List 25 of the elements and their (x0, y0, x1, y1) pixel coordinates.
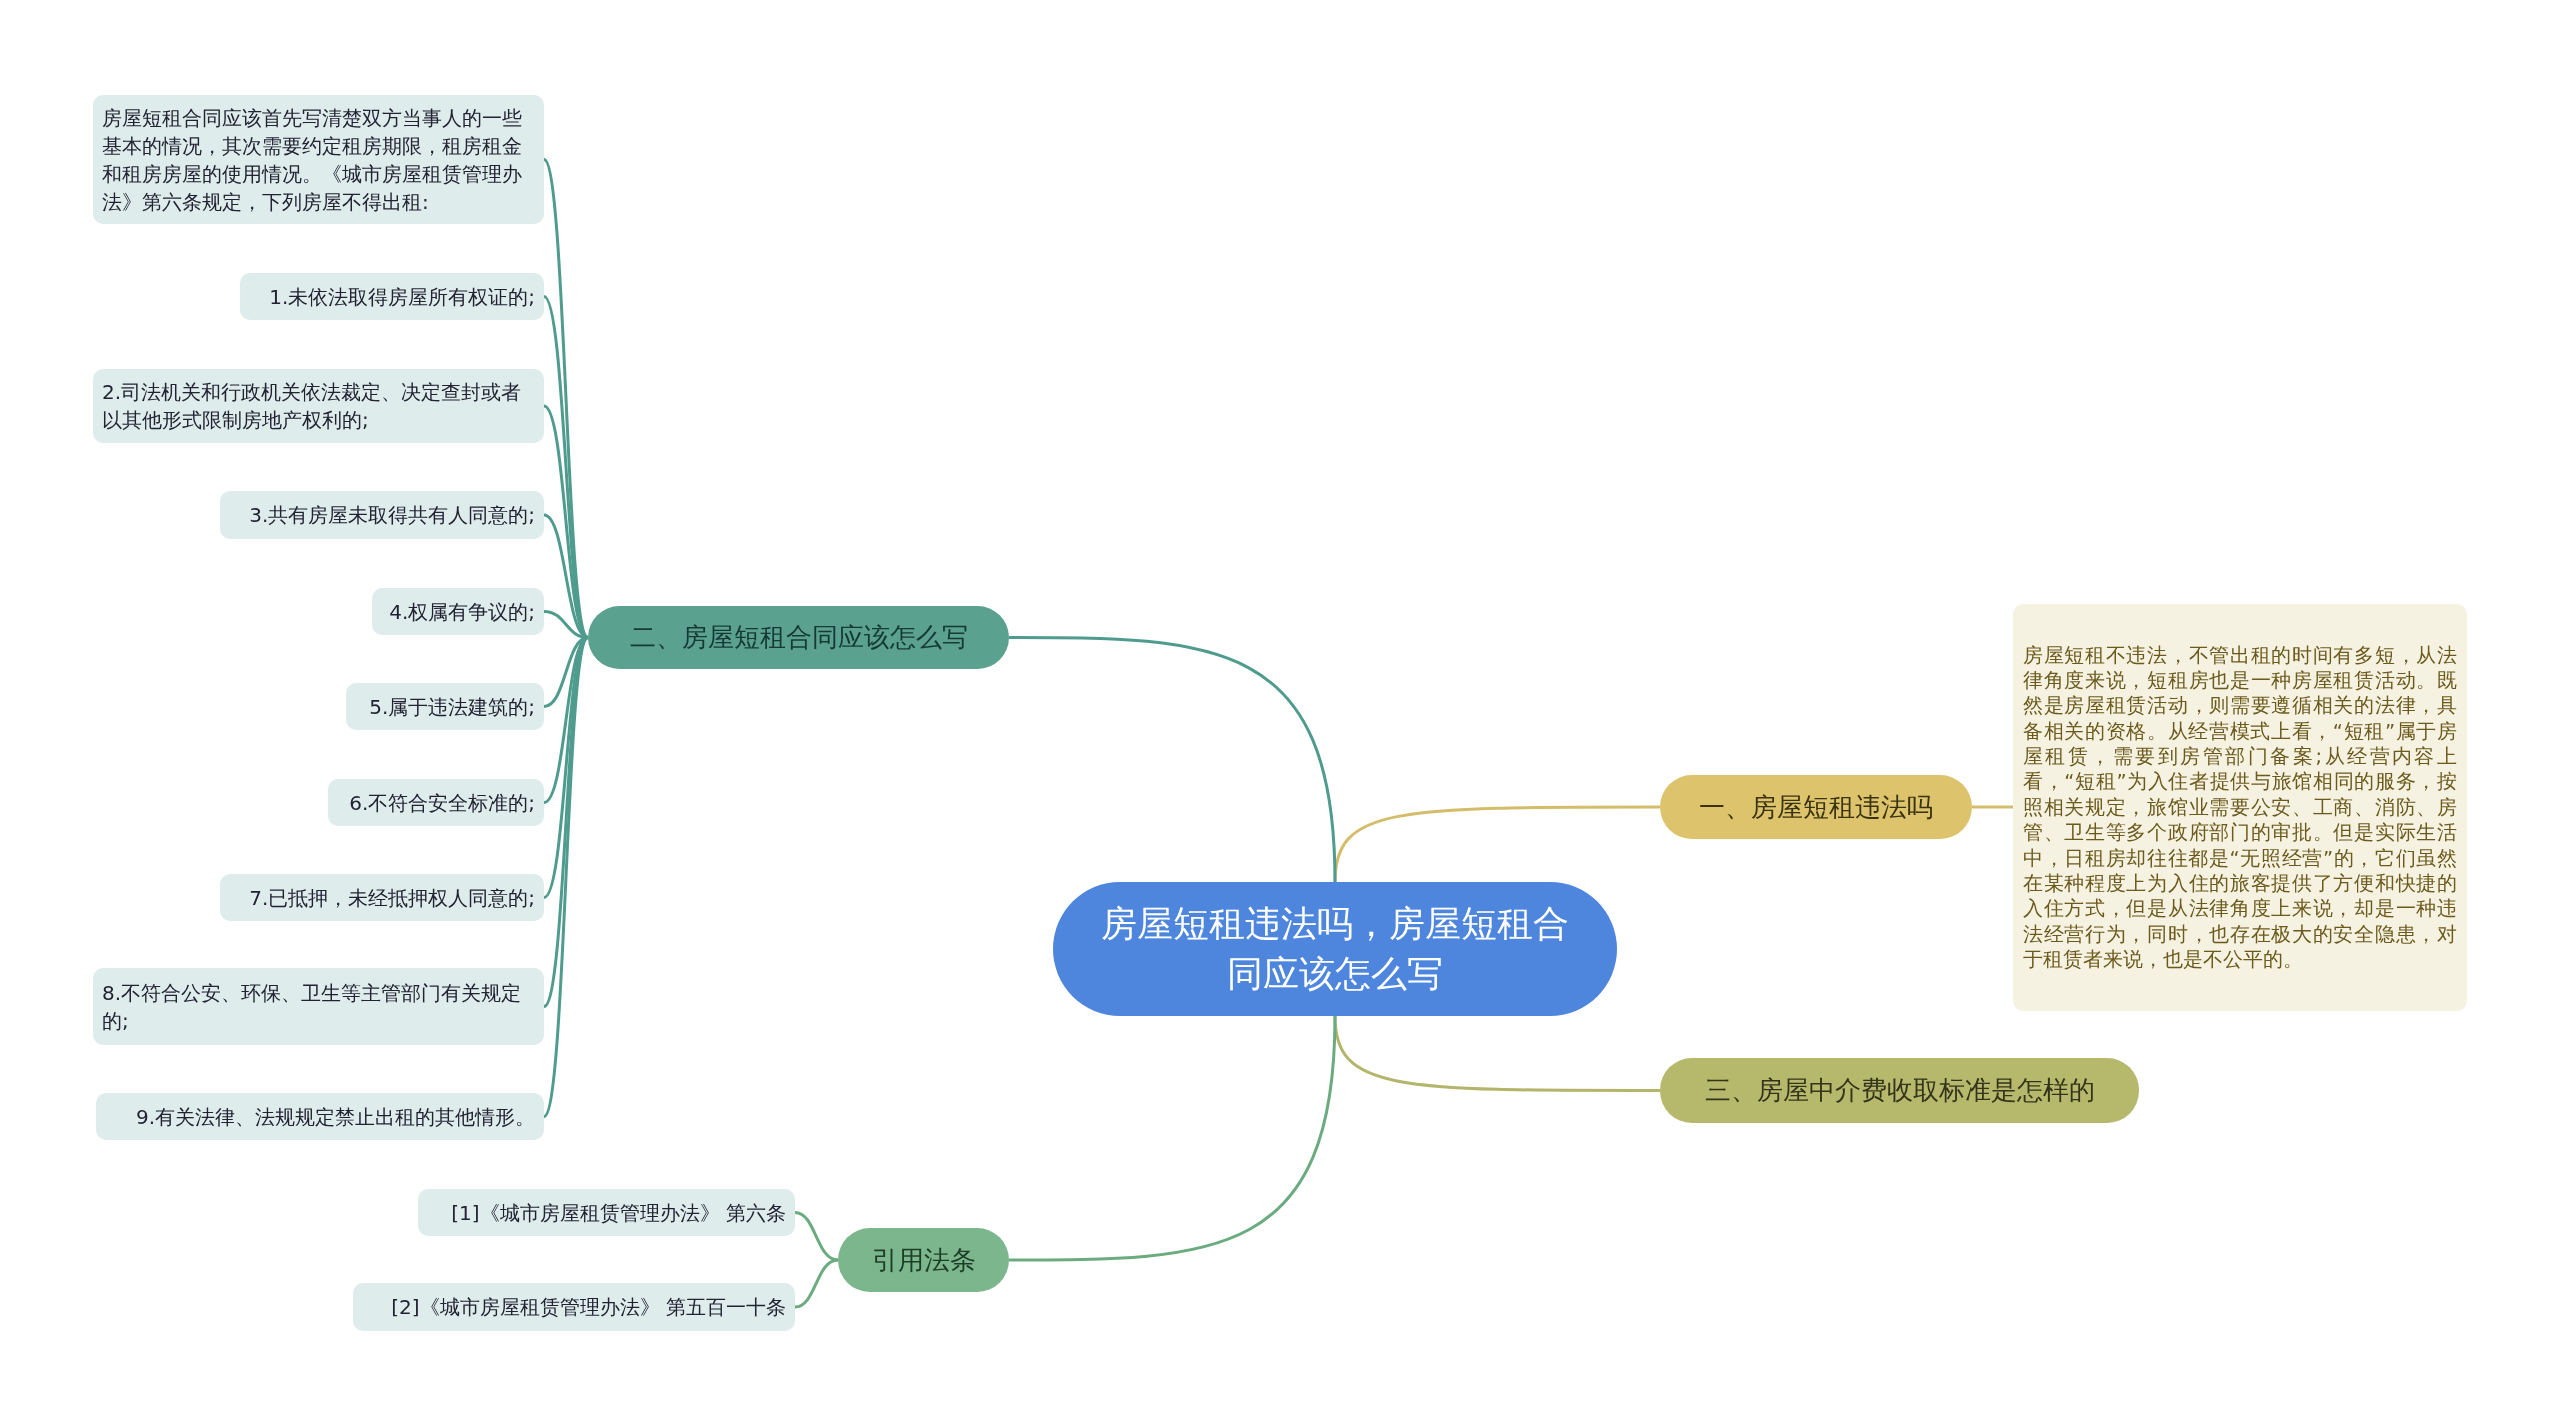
connector (1972, 805, 2013, 809)
central-topic: 房屋短租违法吗，房屋短租合同应该怎么写 (1053, 882, 1617, 1016)
connector (1333, 1015, 1660, 1092)
subtopic-box: 4.权属有争议的; (372, 588, 544, 635)
subtopic-box: 6.不符合安全标准的; (328, 779, 544, 826)
subtopic-box: [1]《城市房屋租赁管理办法》 第六条 (418, 1189, 795, 1236)
branch-topic: 二、房屋短租合同应该怎么写 (588, 606, 1009, 669)
connector (1009, 1015, 1337, 1262)
subtopic-box: 8.不符合公安、环保、卫生等主管部门有关规定的; (93, 968, 544, 1045)
subtopic-box: 房屋短租合同应该首先写清楚双方当事人的一些基本的情况，其次需要约定租房期限，租房租金和租房房屋的使用情况。《城市房屋租赁管理办法》第六条规定，下列房屋不得出租: (93, 95, 544, 224)
subtopic-box: 7.已抵押，未经抵押权人同意的; (220, 874, 544, 921)
subtopic-box: 5.属于违法建筑的; (346, 683, 544, 730)
connector (794, 1258, 839, 1309)
connector (1009, 636, 1337, 883)
subtopic-box: 2.司法机关和行政机关依法裁定、决定查封或者以其他形式限制房地产权利的; (93, 369, 544, 443)
connector (794, 1211, 839, 1262)
subtopic-box: 1.未依法取得房屋所有权证的; (240, 273, 544, 320)
subtopic-box: [2]《城市房屋租赁管理办法》 第五百一十条 (353, 1283, 795, 1331)
connector (1333, 805, 1660, 883)
branch-topic: 引用法条 (838, 1228, 1009, 1292)
branch-topic: 三、房屋中介费收取标准是怎样的 (1660, 1058, 2139, 1123)
note-box: 房屋短租不违法，不管出租的时间有多短，从法律角度来说，短租房也是一种房屋租赁活动。既然是房屋租赁活动，则需要遵循相关的法律，具备相关的资格。从经营模式上看，“短租”属于房屋租赁，需要到房管部门备案;从经营内容上看，“短租”为入住者提供与旅馆相同的服务，按照相关规定，旅馆业需要公安、工商、消防、房管、卫生等多个政府部门的审批。但是实际生活中，日租房却往往都是“无照经营”的，它们虽然在某种程度上为入住的旅客提供了方便和快捷的入住方式，但是从法律角度上来说，却是一种违法经营行为，同时，也存在极大的安全隐患，对于租赁者来说，也是不公平的。 (2013, 604, 2467, 1011)
subtopic-box: 9.有关法律、法规规定禁止出租的其他情形。 (96, 1093, 544, 1140)
branch-topic: 一、房屋短租违法吗 (1660, 775, 1972, 839)
subtopic-box: 3.共有房屋未取得共有人同意的; (220, 491, 544, 539)
